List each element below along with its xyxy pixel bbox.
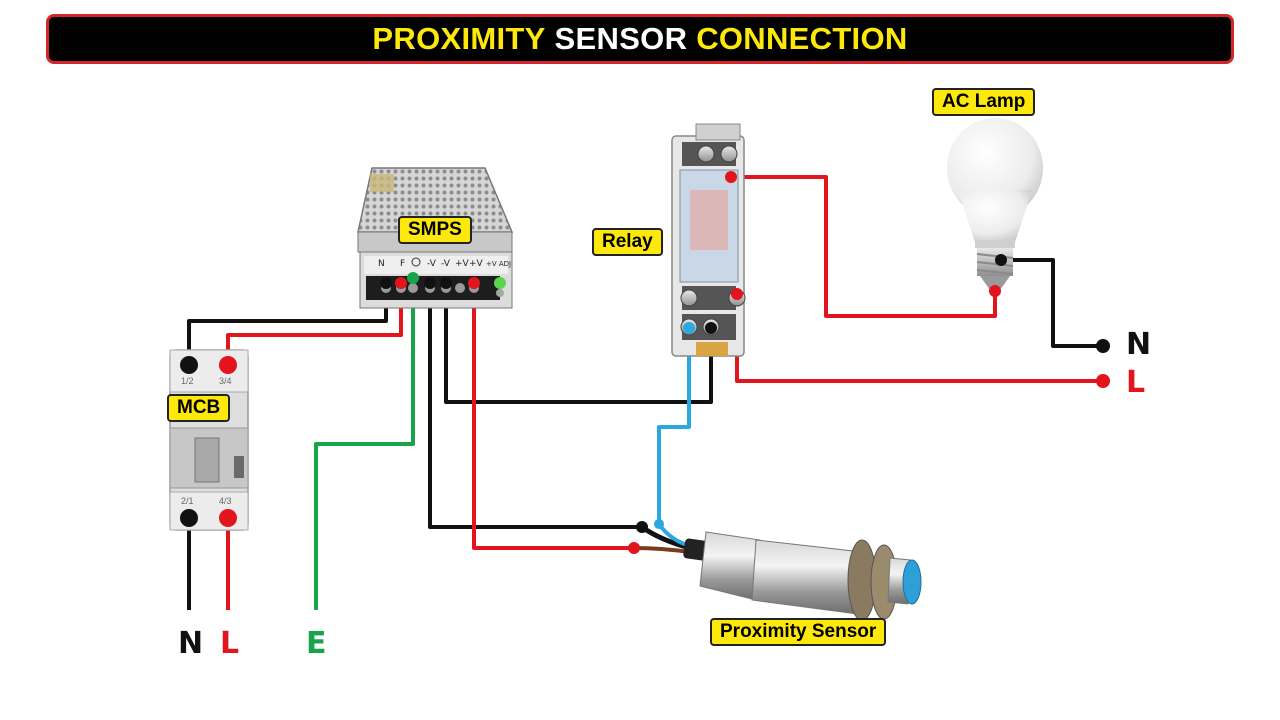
sensor-junction-dots: [628, 519, 664, 554]
title-part-3: CONNECTION: [696, 21, 908, 56]
supply-left-live: L: [220, 626, 240, 661]
supply-right-dots: [1096, 339, 1110, 388]
wire-smps-sensor-positive: [472, 288, 634, 550]
supply-left-earth: E: [306, 626, 327, 661]
smps-power-led-icon: [494, 277, 506, 289]
wire-sensor-relay-signal: [657, 330, 691, 524]
earth-symbol-icon: [411, 257, 421, 267]
smps-term-adj: +V ADJ: [486, 260, 511, 268]
smps-term-pos1: +V: [455, 259, 470, 269]
mcb-term-3-4: 3/4: [219, 376, 232, 386]
wire-smps-sensor-negative: [428, 288, 642, 529]
diagram-title: PROXIMITY SENSOR CONNECTION: [46, 14, 1234, 64]
supply-left-neutral: N: [178, 626, 204, 661]
lamp-bulb-icon: [947, 118, 1043, 290]
smps-term-f: F: [400, 259, 405, 269]
smps-term-pos2: +V: [469, 259, 484, 269]
wire-earth: [314, 280, 415, 610]
supply-right-neutral: N: [1126, 327, 1152, 362]
sensor-label: Proximity Sensor: [710, 618, 887, 646]
mcb-term-4-3: 4/3: [219, 496, 232, 506]
wire-relay-supply-live: [735, 294, 1103, 383]
wire-lamp-neutral: [1001, 258, 1103, 348]
smps-label: SMPS: [398, 216, 472, 244]
title-part-2: SENSOR: [554, 21, 688, 56]
proximity-sensor-unit: [633, 522, 922, 621]
relay-terminal-dots: [683, 171, 743, 334]
lamp-terminal-dots: [989, 254, 1007, 297]
smps-term-n: N: [378, 259, 385, 269]
mcb-term-1-2: 1/2: [181, 376, 194, 386]
wire-smps-relay-negative: [444, 288, 713, 404]
lamp-label: AC Lamp: [932, 88, 1036, 116]
relay-unit: [671, 123, 746, 357]
mcb-label: MCB: [167, 394, 231, 422]
smps-term-neg1: -V: [427, 259, 437, 269]
wire-mcb-smps-live: [226, 284, 403, 362]
relay-label: Relay: [592, 228, 663, 256]
mcb-unit: 1/2 3/4 2/1 4/3: [169, 349, 249, 531]
title-part-1: PROXIMITY: [372, 21, 546, 56]
mcb-term-2-1: 2/1: [181, 496, 194, 506]
wire-relay-lamp-live: [731, 175, 997, 318]
smps-term-neg2: -V: [441, 259, 451, 269]
supply-right-live: L: [1126, 365, 1146, 400]
smps-terminal-dots: [380, 272, 480, 289]
